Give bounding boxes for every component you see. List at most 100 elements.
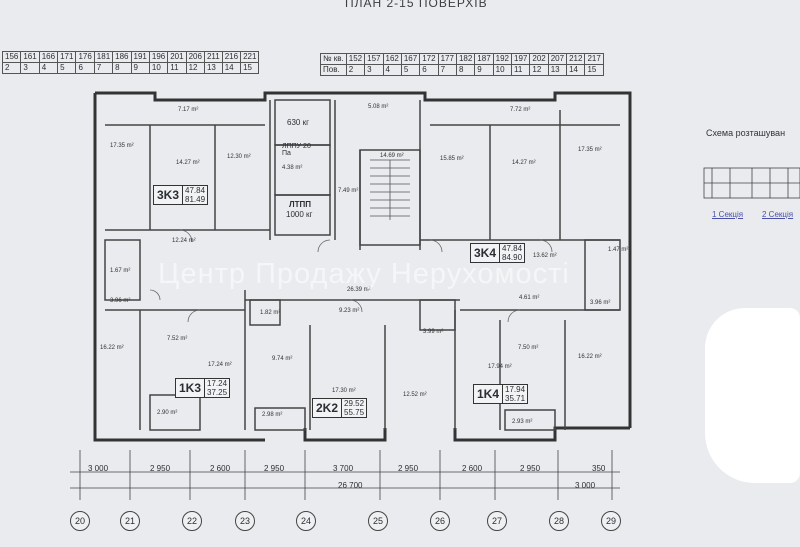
section-scheme xyxy=(703,167,800,199)
floor-number-cell: 8 xyxy=(455,64,476,76)
scheme-title: Схема розташуван xyxy=(706,128,786,138)
axis-bubble: 24 xyxy=(296,511,316,531)
dimension-label: 2 950 xyxy=(150,464,171,473)
floor-number-cell: 8 xyxy=(112,62,132,74)
apartment-name: 3K4 xyxy=(474,246,497,260)
apt-number-cell: 181 xyxy=(93,51,114,63)
apt-number-cell: 186 xyxy=(112,51,132,63)
section-2-link[interactable]: 2 Секція xyxy=(762,210,794,219)
axis-bubble: 27 xyxy=(487,511,507,531)
room-area: 7.50 m² xyxy=(518,345,539,351)
floor-number-cell: 15 xyxy=(584,64,604,76)
apt-number-cell: 201 xyxy=(167,51,187,63)
floor-number-cell: 9 xyxy=(130,62,150,74)
floor-number-cell: 10 xyxy=(492,64,513,76)
floor-number-cell: 3 xyxy=(364,64,384,76)
apt-number-cell: 187 xyxy=(474,53,494,65)
floor-number-cell: 13 xyxy=(547,64,568,76)
dimension-label: 3 700 xyxy=(333,464,354,473)
apartment-name: 3K3 xyxy=(157,188,180,202)
room-area: 12.30 m² xyxy=(227,154,251,160)
apartment-total-area: 35.71 xyxy=(505,394,526,403)
floor-number-cell: 13 xyxy=(203,62,223,74)
apartment-living-area: 47.84 xyxy=(502,244,523,253)
dimension-label: 2 950 xyxy=(398,464,419,473)
floor-number-cell: 11 xyxy=(167,62,187,74)
apt-number-header: № кв. xyxy=(320,53,347,65)
floor-number-cell: 7 xyxy=(437,64,457,76)
room-area: 1.47 m² xyxy=(608,247,629,253)
room-area: 7.72 m² xyxy=(510,107,531,113)
dimension-label: 26 700 xyxy=(338,481,363,490)
room-area: 7.49 m² xyxy=(338,188,359,194)
apt-number-cell: 197 xyxy=(511,53,531,65)
room-area: 17.30 m² xyxy=(332,388,356,394)
floor-number-cell: 6 xyxy=(419,64,439,76)
floor-number-cell: 12 xyxy=(185,62,205,74)
redacted-area xyxy=(705,308,800,483)
apt-number-cell: 217 xyxy=(584,53,604,65)
room-area: 17.24 m² xyxy=(208,362,232,368)
apt-number-cell: 196 xyxy=(148,51,169,63)
room-area: 7.17 m² xyxy=(178,107,199,113)
room-area: 2.90 m² xyxy=(157,410,178,416)
apartment-name: 2K2 xyxy=(316,401,339,415)
section-1-link[interactable]: 1 Секція xyxy=(712,210,744,219)
room-area: 2.93 m² xyxy=(512,419,533,425)
dimension-label: 3 000 xyxy=(575,481,596,490)
axis-bubble: 23 xyxy=(235,511,255,531)
apartment-living-area: 29.52 xyxy=(344,399,365,408)
room-area: 9.23 m² xyxy=(339,308,360,314)
apt-number-cell: 161 xyxy=(20,51,40,63)
apartment-living-area: 47.84 xyxy=(185,186,206,195)
room-area: 5.08 m² xyxy=(368,104,389,110)
apt-number-cell: 216 xyxy=(221,51,242,63)
staircase xyxy=(370,159,410,220)
apt-number-cell: 152 xyxy=(345,53,366,65)
floor-number-cell: 4 xyxy=(38,62,59,74)
floor-number-cell: 12 xyxy=(529,64,549,76)
room-area: 16.22 m² xyxy=(100,345,124,351)
room-area: 13.62 m² xyxy=(533,253,557,259)
floor-number-cell: 14 xyxy=(221,62,242,74)
lift-2-capacity: 1000 кг xyxy=(286,210,313,219)
floor-number-cell: 5 xyxy=(57,62,77,74)
room-area: 1.82 m² xyxy=(260,310,281,316)
axis-bubble: 29 xyxy=(601,511,621,531)
axis-bubble: 22 xyxy=(182,511,202,531)
dimension-label: 350 xyxy=(592,464,606,473)
lift-ltpp-label: ЛТПП xyxy=(289,200,311,209)
dimension-label: 2 600 xyxy=(210,464,231,473)
apartment-living-area: 17.24 xyxy=(207,379,228,388)
dimension-lines xyxy=(70,450,620,500)
room-area: 17.94 m² xyxy=(488,364,512,370)
room-area: 17.35 m² xyxy=(578,147,602,153)
apartment-name: 1K3 xyxy=(179,381,202,395)
floor-number-cell: 11 xyxy=(511,64,531,76)
floor-number-cell: 9 xyxy=(474,64,494,76)
apartment-total-area: 81.49 xyxy=(185,195,206,204)
floor-number-cell: 15 xyxy=(240,62,260,74)
room-area: 14.69 m² xyxy=(380,153,404,159)
watermark-text: Центр Продажу Нерухомості xyxy=(158,258,570,290)
floor-number-cell: 10 xyxy=(148,62,169,74)
apt-number-cell: 156 xyxy=(1,51,22,63)
floor-number-cell: 2 xyxy=(345,64,366,76)
axis-bubble: 25 xyxy=(368,511,388,531)
dimension-label: 2 950 xyxy=(520,464,541,473)
apartment-total-area: 55.75 xyxy=(344,408,365,417)
dimension-label: 2 950 xyxy=(264,464,285,473)
apt-number-cell: 182 xyxy=(455,53,476,65)
room-area: 4.61 m² xyxy=(519,295,540,301)
apt-number-cell: 172 xyxy=(419,53,439,65)
floor-number-cell: 5 xyxy=(400,64,421,76)
